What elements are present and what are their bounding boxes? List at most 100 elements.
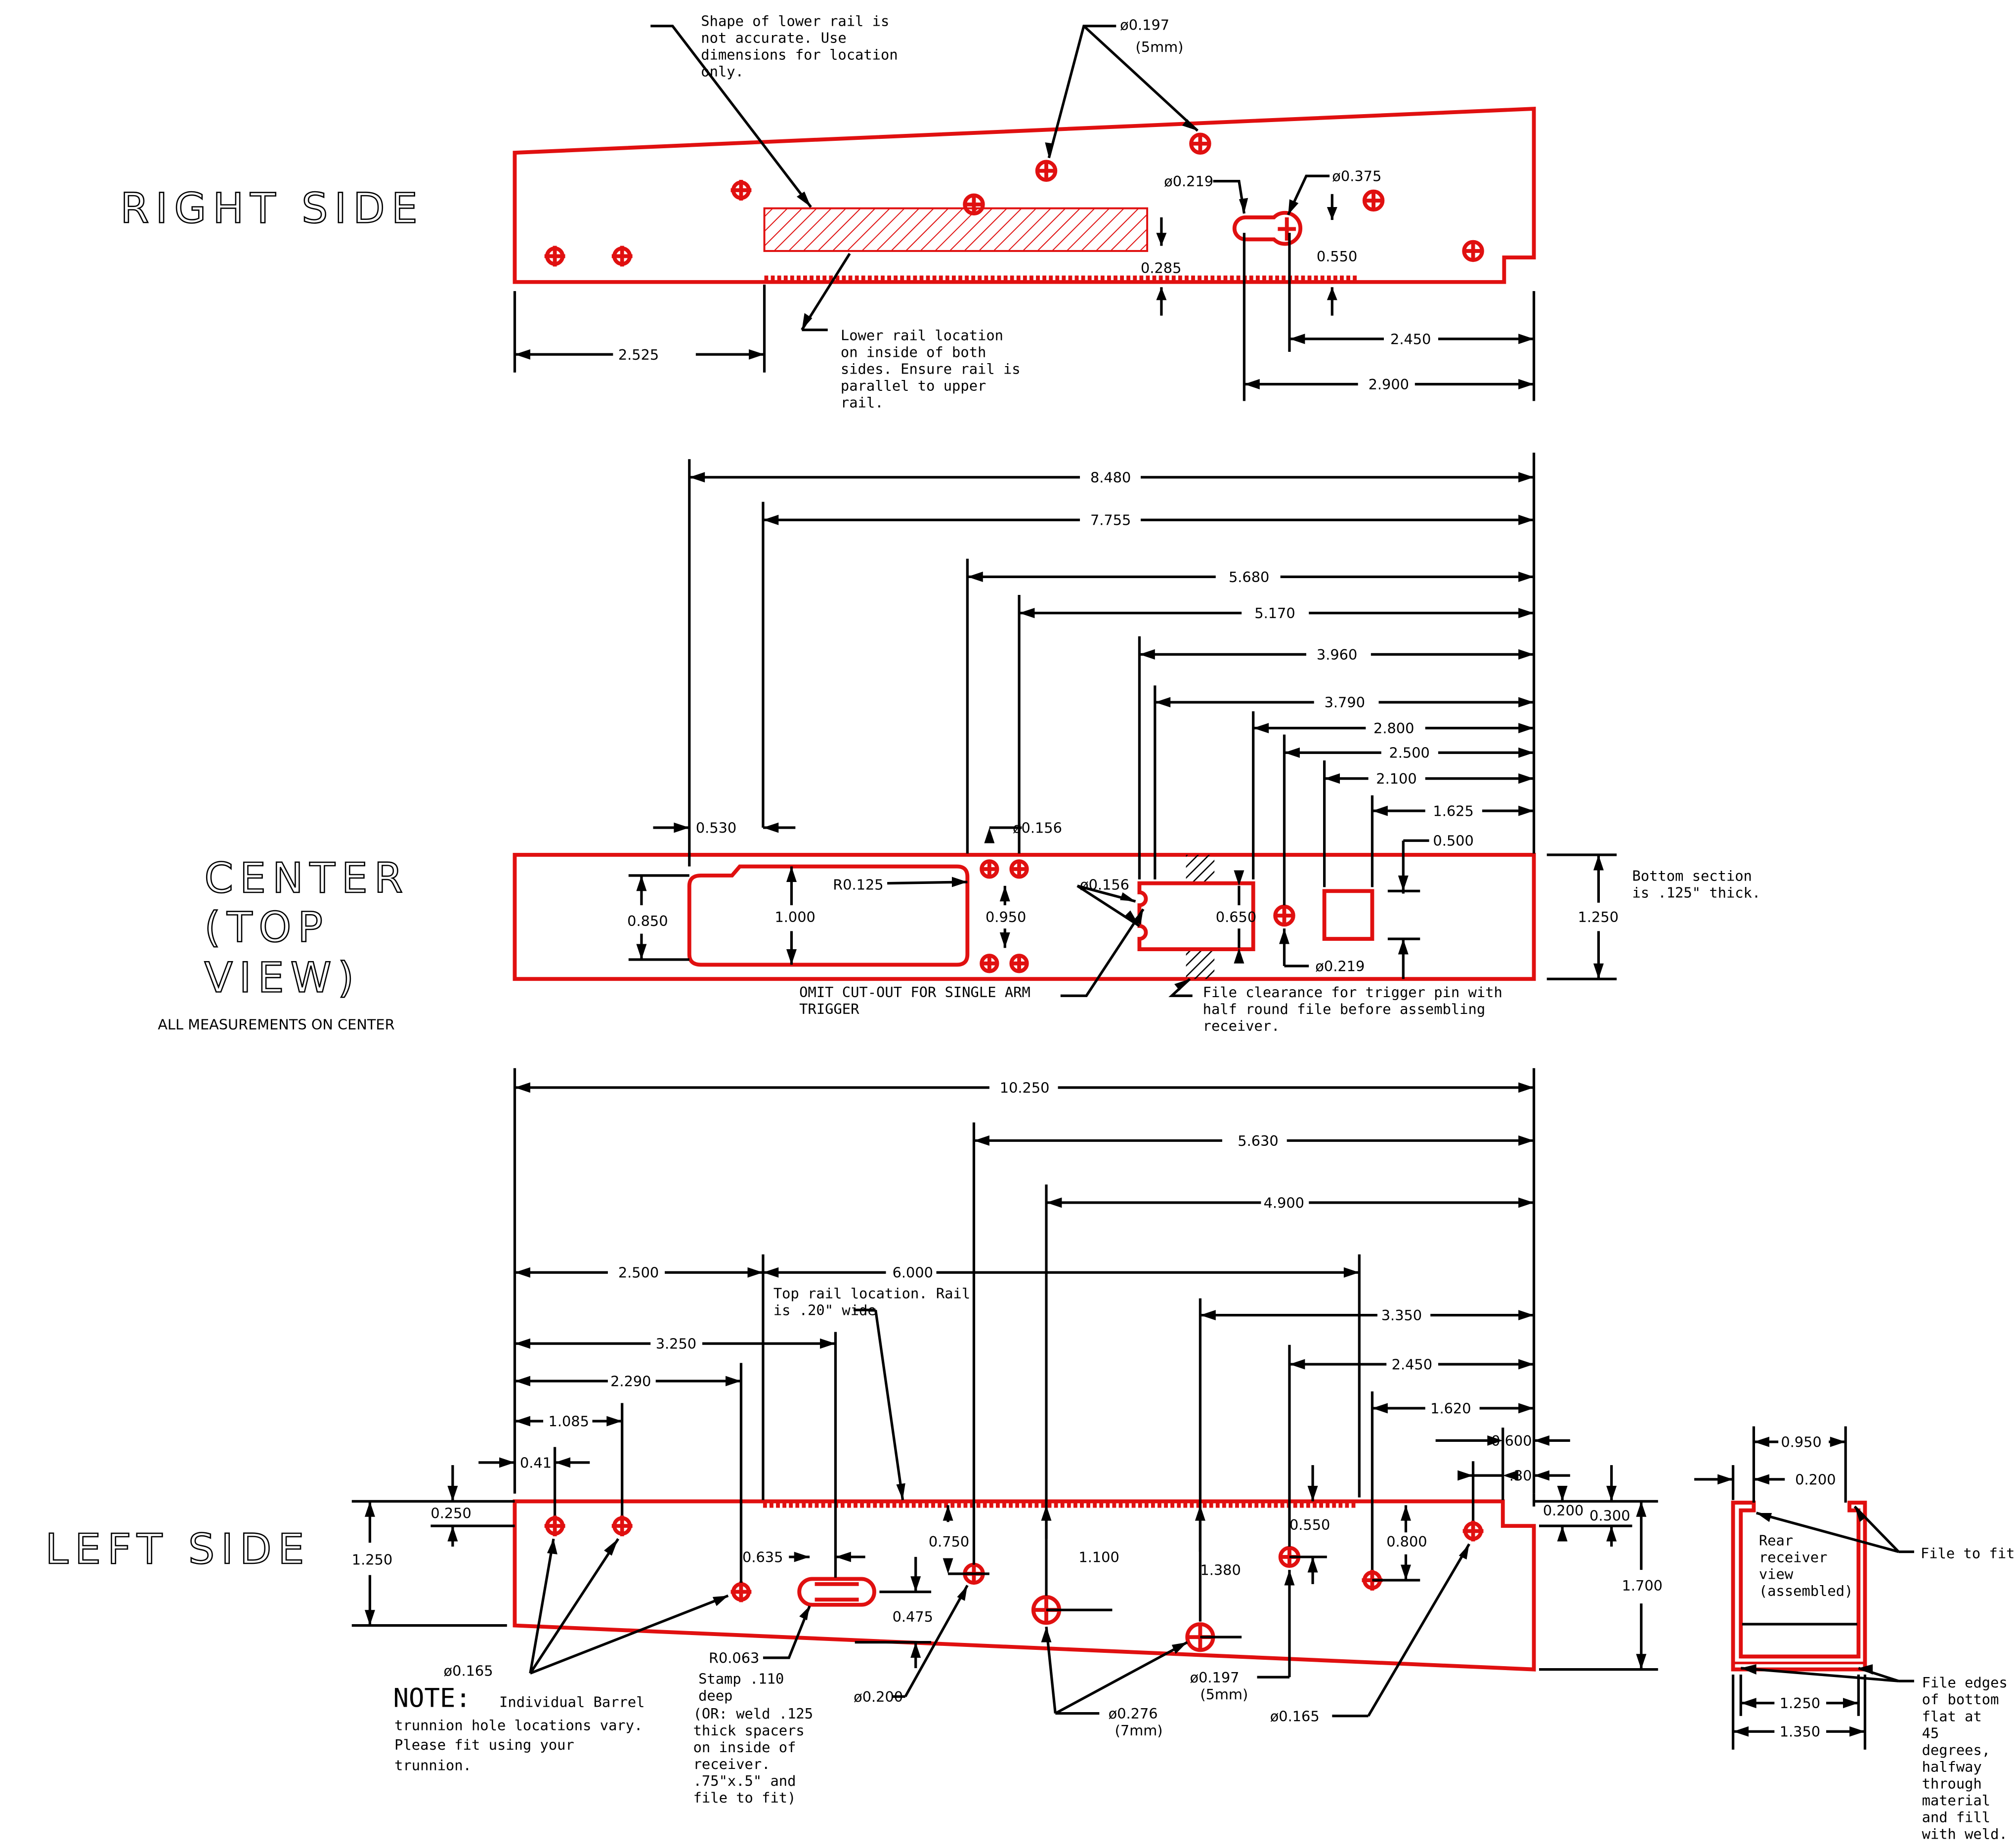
note-stamp-5: on inside of: [693, 1739, 796, 1756]
trigger-pin-clearance-bottom: [1186, 950, 1215, 979]
dim-0300: 0.300: [1589, 1508, 1630, 1524]
dim-1250: 1.250: [1578, 909, 1619, 925]
dim-d0156a: ø0.156: [1013, 820, 1062, 837]
note-trunnion-3: Please fit using your: [394, 1736, 574, 1753]
dim-2525: 2.525: [618, 346, 659, 363]
note-edges-8: material: [1922, 1792, 1991, 1808]
center-subtitle: ALL MEASUREMENTS ON CENTER: [158, 1016, 394, 1033]
dim-041: 0.41: [520, 1454, 552, 1471]
dim-0850: 0.850: [627, 913, 668, 929]
dim-7mm: (7mm): [1115, 1722, 1163, 1739]
right-side-view: Shape of lower rail is not accurate. Use…: [513, 13, 1536, 411]
dim-1100: 1.100: [1078, 1549, 1119, 1565]
dim-5mm: (5mm): [1136, 39, 1184, 55]
note-stamp-2: deep: [698, 1687, 732, 1704]
note-bottom-2: is .125" thick.: [1632, 884, 1760, 901]
dim-1380: 1.380: [1200, 1562, 1241, 1579]
left-side-outline: [513, 1499, 1536, 1672]
note-label: NOTE:: [393, 1683, 472, 1713]
left-side-view: 10.250 5.630 4.900 2.500 6.000 3.350 3.2…: [352, 1068, 1663, 1806]
dim-0550: 0.550: [1289, 1516, 1330, 1533]
dim-2100: 2.100: [1376, 770, 1416, 787]
stamp-slot: [797, 1577, 876, 1607]
dim-0530: 0.530: [696, 820, 736, 837]
dim-rear-1250: 1.250: [1780, 1695, 1820, 1712]
right-side-outline: [513, 106, 1536, 284]
dim-5mm: (5mm): [1200, 1686, 1248, 1703]
dim-d0165a: ø0.165: [444, 1663, 493, 1680]
dim-d0276: ø0.276: [1109, 1705, 1158, 1722]
dim-2500: 2.500: [1389, 745, 1429, 761]
note-file-3: receiver.: [1203, 1017, 1280, 1034]
note-trunnion-1: Individual Barrel: [499, 1693, 644, 1710]
rear-label-3: view: [1759, 1565, 1794, 1582]
dim-r0063: R0.063: [709, 1650, 759, 1667]
note-toprail-1: Top rail location. Rail: [773, 1285, 970, 1302]
center-title-3: VIEW): [204, 953, 360, 1002]
note-edges-4: 45: [1922, 1724, 1939, 1741]
dim-0950: 0.950: [986, 909, 1026, 925]
note-omit-1: OMIT CUT-OUT FOR SINGLE ARM: [799, 984, 1030, 1001]
dim-3350: 3.350: [1381, 1307, 1422, 1324]
dim-2900: 2.900: [1369, 376, 1409, 393]
dim-6000: 6.000: [893, 1264, 933, 1281]
note-edges-3: flat at: [1922, 1708, 1982, 1724]
dim-0750: 0.750: [929, 1533, 969, 1550]
dim-5680: 5.680: [1229, 569, 1269, 586]
dim-4900: 4.900: [1264, 1194, 1304, 1211]
dim-0635: 0.635: [742, 1549, 783, 1565]
dim-0650: 0.650: [1216, 909, 1256, 925]
dim-0285: 0.285: [1141, 259, 1181, 276]
dim-2290: 2.290: [610, 1373, 651, 1390]
dim-10250: 10.250: [1000, 1079, 1050, 1096]
note-edges-5: degrees,: [1922, 1741, 1991, 1758]
dim-2500: 2.500: [618, 1264, 659, 1281]
center-title-1: CENTER: [204, 854, 409, 902]
dim-1625: 1.625: [1433, 802, 1473, 819]
note-stamp-8: file to fit): [693, 1789, 796, 1806]
note-edges-9: and fill: [1922, 1808, 1991, 1825]
square-hole: [1322, 889, 1374, 941]
dim-7755: 7.755: [1090, 512, 1131, 529]
dim-1620: 1.620: [1430, 1400, 1471, 1417]
dim-d0219: ø0.219: [1315, 958, 1365, 975]
note-trunnion-2: trunnion hole locations vary.: [394, 1717, 643, 1734]
dim-d0219: ø0.219: [1164, 173, 1213, 190]
note-toprail-2: is .20" wide: [773, 1302, 876, 1319]
note-shape-3: dimensions for location: [701, 46, 898, 63]
dim-2800: 2.800: [1373, 720, 1414, 737]
dim-3960: 3.960: [1317, 646, 1357, 663]
dim-0800: 0.800: [1386, 1533, 1427, 1550]
dim-0500: 0.500: [1433, 833, 1473, 849]
dim-1000: 1.000: [774, 909, 815, 925]
rear-label-1: Rear: [1759, 1532, 1793, 1549]
left-side-title: LEFT SIDE: [45, 1525, 311, 1573]
dim-d0156b: ø0.156: [1080, 877, 1129, 893]
dim-0200: 0.200: [1543, 1502, 1584, 1519]
dim-0550: 0.550: [1317, 248, 1357, 265]
trigger-slot: [1137, 881, 1255, 951]
dim-d0375: ø0.375: [1332, 168, 1381, 185]
note-file-1: File clearance for trigger pin with: [1203, 984, 1502, 1001]
note-bottom-1: Bottom section: [1632, 867, 1752, 884]
note-rail-1: Lower rail location: [841, 327, 1003, 344]
dim-2450: 2.450: [1390, 331, 1431, 347]
note-edges-10: with weld.: [1922, 1825, 2008, 1842]
note-rail-5: rail.: [841, 394, 884, 411]
stamp-slot-inner: [815, 1582, 859, 1602]
center-title-2: (TOP: [204, 903, 329, 951]
dim-3250: 3.250: [656, 1336, 696, 1352]
note-edges-2: of bottom: [1922, 1691, 1999, 1708]
dim-rear-1350: 1.350: [1780, 1723, 1820, 1740]
note-trunnion-4: trunnion.: [394, 1757, 472, 1774]
dim-1085: 1.085: [549, 1413, 589, 1430]
note-stamp-3: (OR: weld .125: [693, 1705, 813, 1722]
dim-d0197: ø0.197: [1190, 1669, 1239, 1686]
note-shape-2: not accurate. Use: [701, 30, 846, 46]
note-file-2: half round file before assembling: [1203, 1001, 1486, 1017]
dim-5630: 5.630: [1238, 1133, 1278, 1149]
note-stamp-4: thick spacers: [693, 1722, 805, 1739]
note-edges-7: through: [1922, 1775, 1982, 1792]
note-rail-3: sides. Ensure rail is: [841, 361, 1021, 378]
